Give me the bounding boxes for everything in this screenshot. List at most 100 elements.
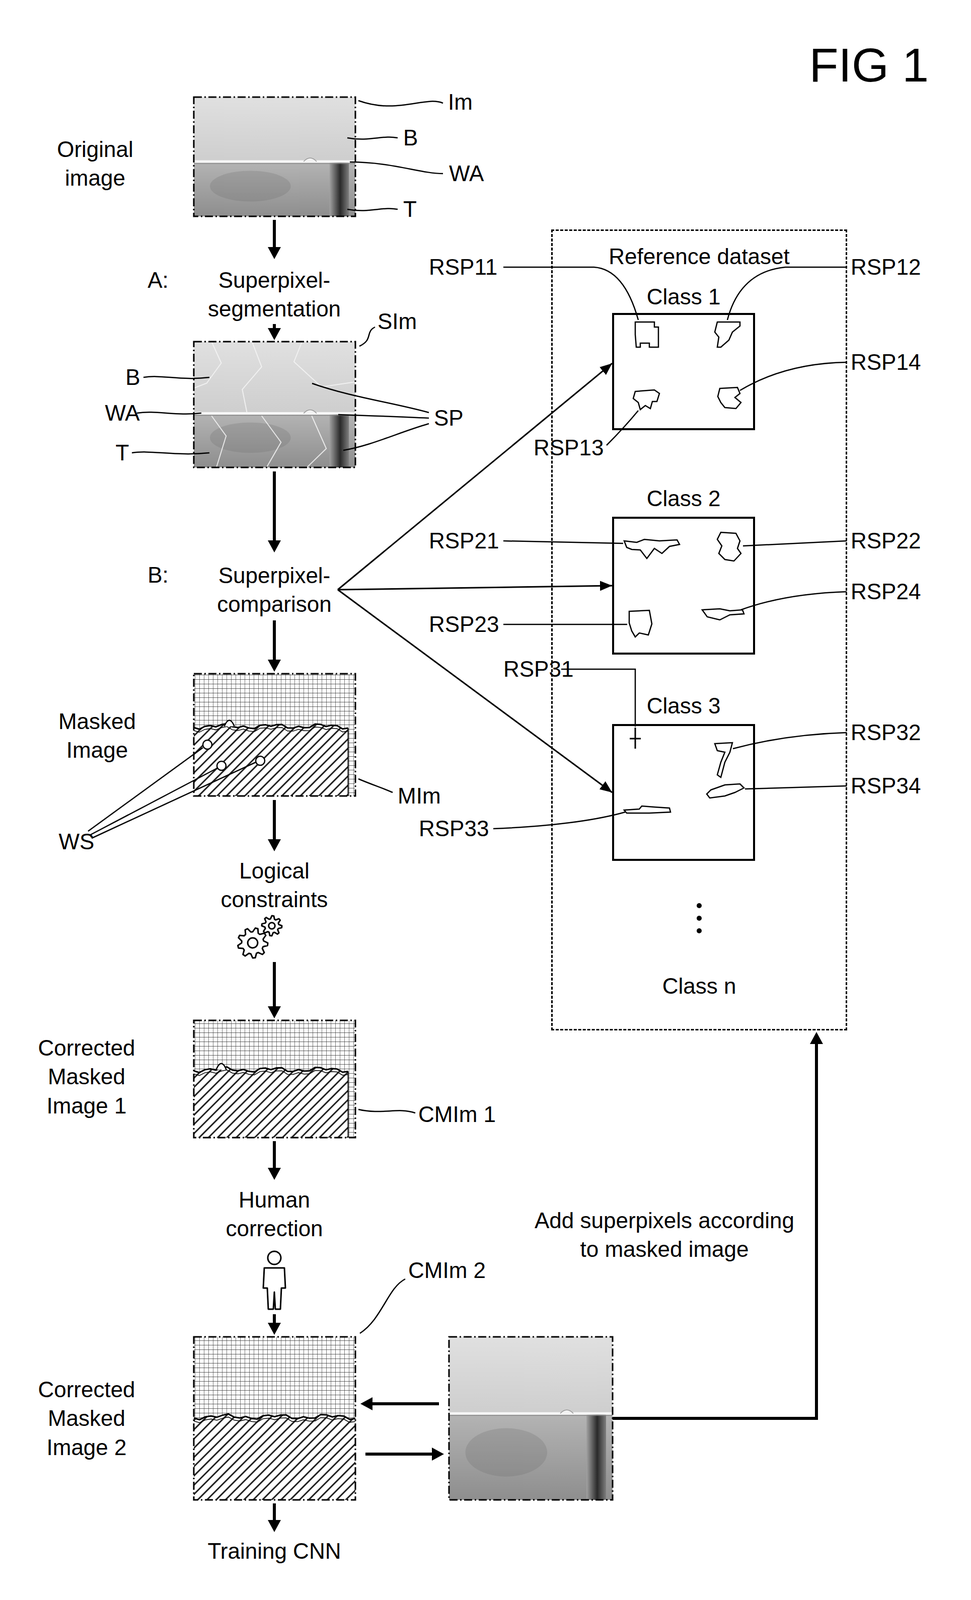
image-frame bbox=[193, 674, 356, 797]
leader-line bbox=[606, 410, 639, 446]
leader-line bbox=[358, 100, 443, 107]
arrowhead bbox=[267, 839, 281, 852]
hatched-region bbox=[193, 1414, 356, 1501]
boundary-line bbox=[193, 1417, 356, 1424]
strip-line bbox=[347, 728, 349, 797]
callout-number: RSP12 bbox=[850, 252, 921, 282]
bump bbox=[224, 720, 235, 727]
leader-line bbox=[89, 768, 217, 836]
tool-region bbox=[193, 413, 356, 469]
gear-hub bbox=[247, 938, 258, 949]
leader-line bbox=[343, 423, 429, 451]
connector bbox=[337, 589, 613, 793]
arrowhead bbox=[431, 1448, 444, 1462]
gear-hub bbox=[268, 923, 276, 930]
leader-line bbox=[347, 136, 398, 139]
callout-number: RSP14 bbox=[850, 347, 921, 377]
flow-arrow bbox=[272, 1141, 276, 1169]
label: B bbox=[125, 362, 140, 392]
callout-number: RSP33 bbox=[418, 814, 489, 844]
dark-edge bbox=[329, 161, 350, 217]
label: WA bbox=[449, 159, 484, 188]
leader-line bbox=[312, 383, 429, 413]
superpixel-shape bbox=[706, 784, 744, 799]
superpixel-shape bbox=[635, 322, 659, 348]
leader-line bbox=[727, 267, 847, 321]
leader-line bbox=[358, 779, 393, 793]
superpixel-outline bbox=[261, 416, 282, 469]
ellipsis-dot bbox=[696, 928, 702, 934]
leader-line bbox=[732, 732, 847, 750]
leader-line bbox=[503, 541, 624, 544]
label: Logical constraints bbox=[203, 856, 345, 915]
leader-line bbox=[503, 624, 628, 626]
photo bbox=[193, 341, 356, 468]
image-frame bbox=[193, 97, 356, 217]
node-text: Class n bbox=[552, 972, 846, 1001]
photo bbox=[449, 1337, 613, 1501]
spot bbox=[255, 756, 265, 766]
superpixel-shape bbox=[629, 727, 641, 750]
label: Corrected Masked Image 2 bbox=[30, 1375, 144, 1463]
leader-line bbox=[359, 327, 376, 347]
node-heading: Class 3 bbox=[614, 691, 754, 721]
step-text: Superpixel-comparison bbox=[212, 561, 336, 619]
boundary-line bbox=[193, 1414, 356, 1421]
label: Training CNN bbox=[207, 1537, 342, 1566]
label: Superpixel-segmentation bbox=[203, 265, 345, 324]
label: B bbox=[403, 123, 418, 153]
hatched-region bbox=[193, 1067, 349, 1139]
background-region bbox=[193, 341, 356, 414]
callout-number: RSP22 bbox=[850, 526, 921, 556]
node-heading: Reference dataset bbox=[552, 242, 846, 271]
class-box: Class 1 bbox=[612, 313, 756, 431]
label: Add superpixels according to masked imag… bbox=[523, 1206, 806, 1264]
superpixel-shape bbox=[624, 806, 671, 814]
callout-number: RSP13 bbox=[533, 433, 604, 463]
dark-edge bbox=[586, 1413, 607, 1501]
label: Original image bbox=[42, 134, 148, 193]
image-frame bbox=[193, 1020, 356, 1139]
superpixel-shape bbox=[702, 609, 744, 621]
shade bbox=[465, 1428, 548, 1477]
label: Masked Image bbox=[44, 707, 151, 765]
grid-region bbox=[193, 674, 356, 797]
wear-edge bbox=[193, 163, 356, 165]
boundary-line bbox=[193, 723, 349, 730]
flow-arrow bbox=[272, 219, 276, 248]
leader-line bbox=[503, 267, 639, 321]
hatched-region bbox=[193, 723, 349, 797]
flow-arrow bbox=[272, 962, 276, 1007]
flow-arrow bbox=[272, 1314, 276, 1324]
ellipsis-dot bbox=[696, 903, 702, 909]
leader-line bbox=[338, 414, 429, 419]
flow-arrow bbox=[272, 471, 276, 541]
leader-line bbox=[136, 412, 202, 414]
label: Corrected Masked Image 1 bbox=[30, 1033, 144, 1121]
shade bbox=[209, 171, 291, 202]
wear-edge bbox=[193, 160, 356, 163]
arrowhead bbox=[267, 1520, 281, 1533]
flow-arrow bbox=[372, 1402, 439, 1406]
image-frame bbox=[449, 1337, 613, 1501]
label: Im bbox=[447, 87, 473, 117]
label: A: bbox=[147, 265, 169, 295]
leader-line bbox=[740, 591, 847, 611]
leader-line bbox=[359, 1279, 406, 1334]
flow-arrow bbox=[272, 324, 276, 329]
leader-line bbox=[91, 762, 256, 839]
superpixel-outline bbox=[307, 416, 327, 469]
callout-number: RSP24 bbox=[850, 577, 921, 607]
superpixel-outline bbox=[211, 416, 227, 469]
background-region bbox=[193, 97, 356, 162]
arrowhead bbox=[360, 1397, 373, 1411]
grid-region bbox=[193, 1337, 356, 1501]
arrowhead bbox=[267, 328, 281, 341]
connector bbox=[337, 585, 613, 590]
class-box: Class 2 bbox=[612, 516, 756, 655]
spot bbox=[216, 761, 227, 771]
masked-image bbox=[193, 1020, 356, 1139]
wear-edge bbox=[449, 1412, 613, 1416]
label: CMIm 2 bbox=[408, 1256, 486, 1286]
gear-icon bbox=[238, 928, 269, 959]
